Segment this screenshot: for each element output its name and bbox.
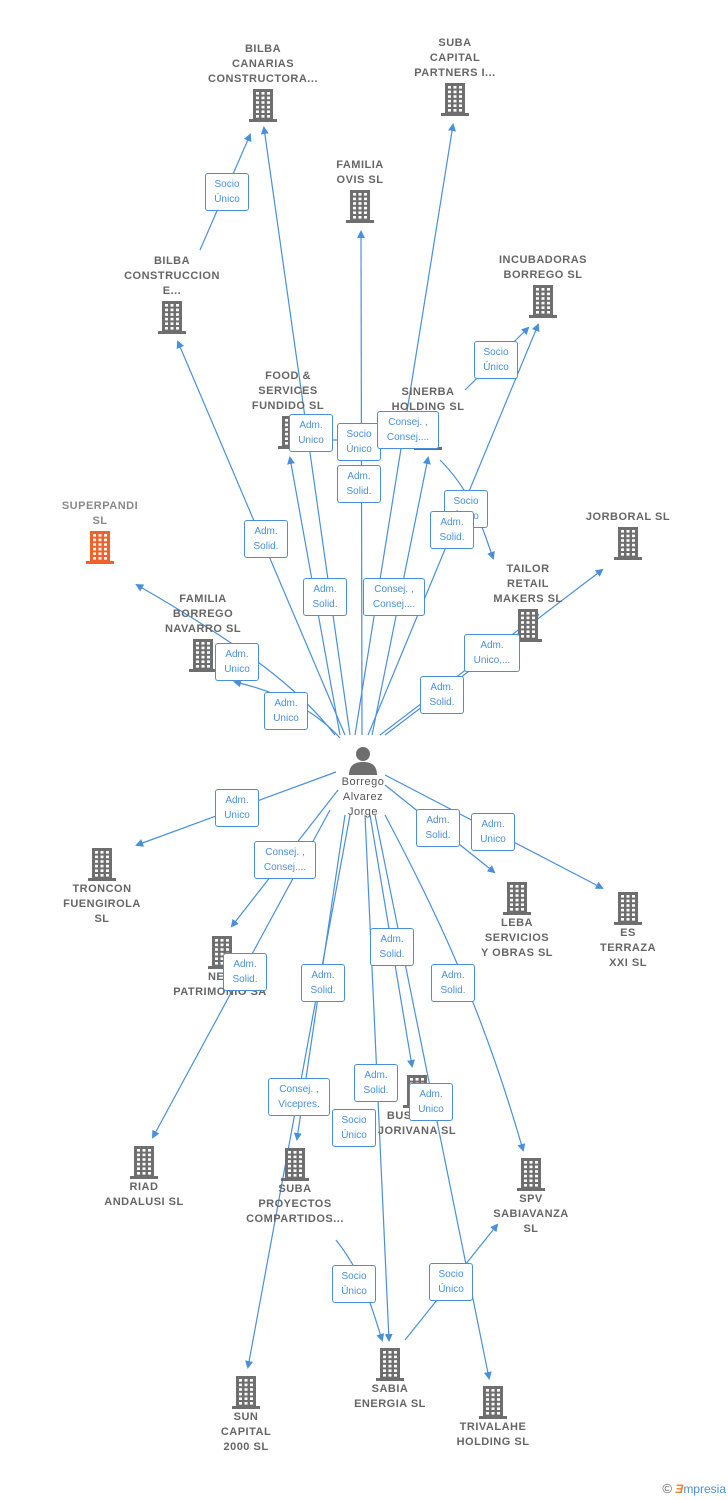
node-sun-capital[interactable]: SUN CAPITAL 2000 SL [196, 1374, 296, 1455]
node-label: TAILOR RETAIL MAKERS SL [493, 563, 563, 605]
relation-badge[interactable]: Consej. , Consej.... [254, 841, 316, 879]
node-label: BILBA CONSTRUCCION E... [124, 255, 220, 297]
node-bilba-construccion[interactable]: BILBA CONSTRUCCION E... [112, 254, 232, 335]
node-suba-proyectos[interactable]: SUBA PROYECTOS COMPARTIDOS... [235, 1146, 355, 1227]
relation-badge[interactable]: Consej. , Consej.... [377, 411, 439, 449]
relation-badge[interactable]: Adm. Solid. [223, 953, 267, 991]
building-icon [94, 1144, 194, 1180]
building-icon [50, 529, 150, 565]
node-label: SUBA PROYECTOS COMPARTIDOS... [246, 1183, 344, 1225]
node-riad[interactable]: RIAD ANDALUSI SL [94, 1144, 194, 1210]
relation-badge[interactable]: Adm. Solid. [416, 809, 460, 847]
building-icon [578, 525, 678, 561]
building-icon [340, 1346, 440, 1382]
building-icon [481, 1156, 581, 1192]
relation-badge[interactable]: Socio Único [474, 341, 518, 379]
brand-name: mpresia [683, 1482, 726, 1496]
center-person-label: Borrego Alvarez Jorge [341, 776, 385, 818]
relation-badge[interactable]: Adm. Unico [409, 1083, 453, 1121]
node-label: SABIA ENERGIA SL [354, 1383, 426, 1410]
building-icon [310, 188, 410, 224]
edge-superpandi [135, 584, 336, 736]
node-label: FAMILIA BORREGO NAVARRO SL [164, 593, 242, 635]
building-icon [52, 846, 152, 882]
empresia-brand[interactable]: © Ǝmpresia [662, 1481, 726, 1496]
node-familia-ovis[interactable]: FAMILIA OVIS SL [310, 158, 410, 224]
node-jorboral[interactable]: JORBORAL SL [578, 510, 678, 561]
node-label: ES TERRAZA XXI SL [599, 927, 657, 969]
node-label: LEBA SERVICIOS Y OBRAS SL [480, 917, 554, 959]
relation-badge[interactable]: Consej. , Consej.... [363, 578, 425, 616]
node-superpandi[interactable]: SUPERPANDI SL [50, 499, 150, 565]
building-icon [112, 299, 232, 335]
relation-badge[interactable]: Adm. Solid. [431, 964, 475, 1002]
building-icon [578, 890, 678, 926]
building-icon [478, 607, 578, 643]
relation-badge[interactable]: Adm. Unico [289, 414, 333, 452]
relation-badge[interactable]: Socio Único [332, 1265, 376, 1303]
relation-badge[interactable]: Adm. Solid. [244, 520, 288, 558]
building-icon [153, 637, 253, 673]
node-familia-borrego[interactable]: FAMILIA BORREGO NAVARRO SL [153, 592, 253, 673]
building-icon [483, 283, 603, 319]
relation-badge[interactable]: Adm. Solid. [430, 511, 474, 549]
relation-badge[interactable]: Adm. Solid. [354, 1064, 398, 1102]
node-label: BILBA CANARIAS CONSTRUCTORA... [208, 43, 318, 85]
node-spv[interactable]: SPV SABIAVANZA SL [481, 1156, 581, 1237]
edge-spv [384, 814, 526, 1152]
relation-badge[interactable]: Adm. Unico,... [464, 634, 520, 672]
node-label: TRONCON FUENGIROLA SL [63, 883, 141, 925]
relation-badge[interactable]: Adm. Solid. [370, 928, 414, 966]
relation-badge[interactable]: Adm. Solid. [301, 964, 345, 1002]
node-tailor[interactable]: TAILOR RETAIL MAKERS SL [478, 562, 578, 643]
node-label: SINERBA HOLDING SL [391, 386, 465, 413]
person-icon [349, 747, 377, 775]
node-label: SUBA CAPITAL PARTNERS I... [414, 37, 496, 79]
building-icon [395, 81, 515, 117]
node-label: FOOD & SERVICES FUNDIDO SL [251, 370, 325, 412]
node-label: RIAD ANDALUSI SL [104, 1181, 184, 1208]
brand-initial: Ǝ [675, 1482, 684, 1496]
relation-badge[interactable]: Adm. Unico [215, 789, 259, 827]
relation-badge[interactable]: Consej. , Vicepres. [268, 1078, 330, 1116]
node-label: SUN CAPITAL 2000 SL [220, 1411, 272, 1453]
copyright-symbol: © [662, 1481, 672, 1496]
building-icon [443, 1384, 543, 1420]
node-es-terraza[interactable]: ES TERRAZA XXI SL [578, 890, 678, 971]
node-sabia[interactable]: SABIA ENERGIA SL [340, 1346, 440, 1412]
relation-badge[interactable]: Adm. Solid. [337, 465, 381, 503]
node-bilba-canarias[interactable]: BILBA CANARIAS CONSTRUCTORA... [198, 42, 328, 123]
node-incubadoras[interactable]: INCUBADORAS BORREGO SL [483, 253, 603, 319]
relation-badge[interactable]: Socio Único [337, 423, 381, 461]
relation-badge[interactable]: Adm. Unico [471, 813, 515, 851]
node-label: FAMILIA OVIS SL [336, 159, 384, 186]
relation-badge[interactable]: Socio Único [429, 1263, 473, 1301]
building-icon [198, 87, 328, 123]
node-label: SUPERPANDI SL [61, 500, 139, 527]
node-label: SPV SABIAVANZA SL [493, 1193, 569, 1235]
node-leba[interactable]: LEBA SERVICIOS Y OBRAS SL [467, 880, 567, 961]
node-suba-capital[interactable]: SUBA CAPITAL PARTNERS I... [395, 36, 515, 117]
relation-badge[interactable]: Adm. Unico [215, 643, 259, 681]
node-troncon[interactable]: TRONCON FUENGIROLA SL [52, 846, 152, 927]
relation-badge[interactable]: Adm. Solid. [420, 676, 464, 714]
relation-badge[interactable]: Adm. Solid. [303, 578, 347, 616]
node-label: JORBORAL SL [585, 511, 671, 523]
building-icon [467, 880, 567, 916]
node-trivalahe[interactable]: TRIVALAHE HOLDING SL [443, 1384, 543, 1450]
relation-badge[interactable]: Adm. Unico [264, 692, 308, 730]
center-person-node[interactable]: Borrego Alvarez Jorge [330, 745, 396, 820]
node-label: INCUBADORAS BORREGO SL [499, 254, 587, 281]
building-icon [235, 1146, 355, 1182]
node-label: TRIVALAHE HOLDING SL [456, 1421, 530, 1448]
relation-badge[interactable]: Socio Único [332, 1109, 376, 1147]
relation-badge[interactable]: Socio Único [205, 173, 249, 211]
building-icon [196, 1374, 296, 1410]
